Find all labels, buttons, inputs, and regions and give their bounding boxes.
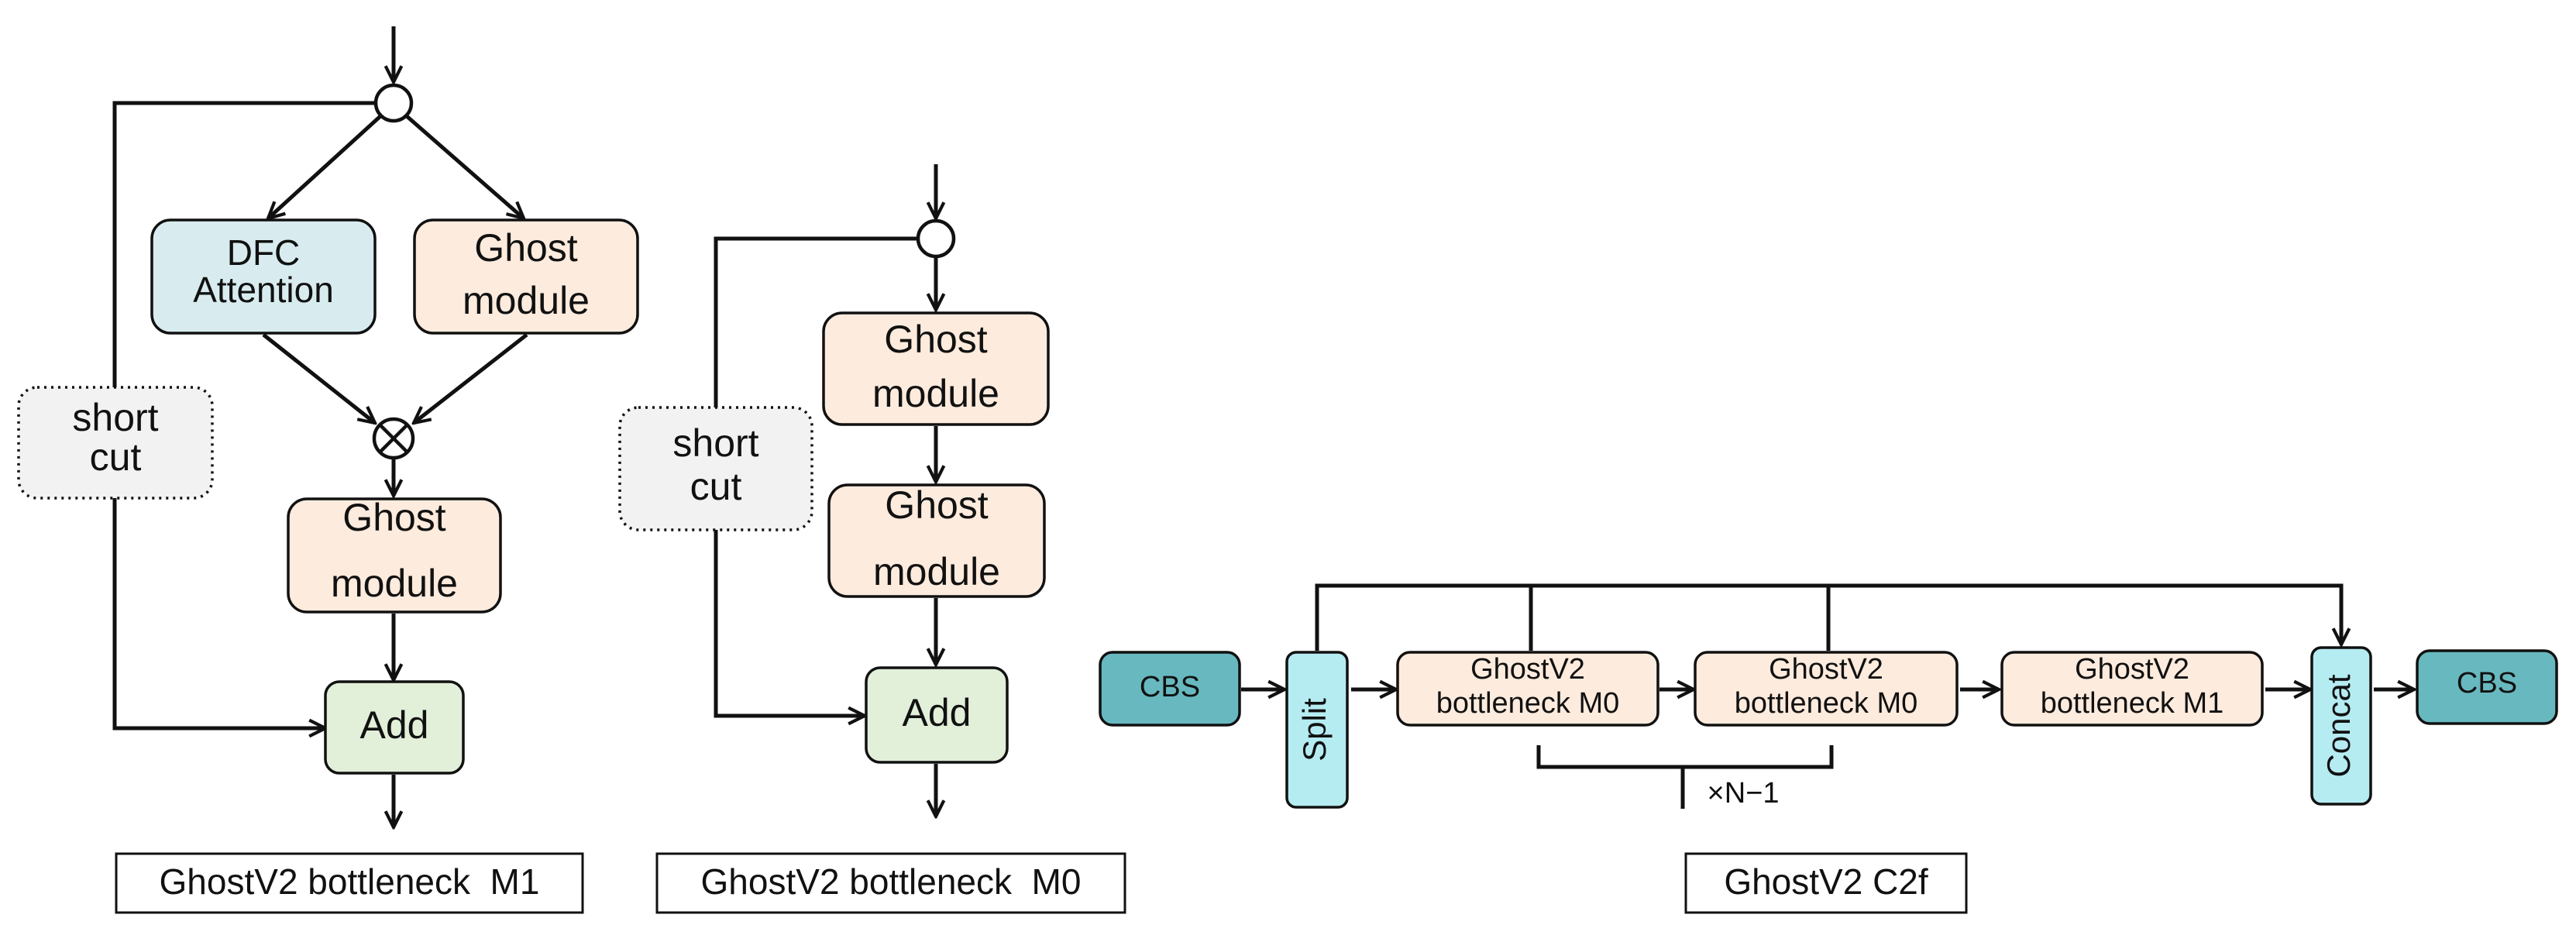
c2f-concat-rect — [2310, 646, 2372, 806]
m0-add-box: Add — [865, 666, 1009, 764]
c2f-concat: Concat — [2310, 646, 2372, 806]
m1-branch-arrow-left — [268, 115, 382, 218]
c2f-bottleneck-2-rect — [1694, 651, 1959, 727]
m0-shortcut-label-line1: short — [672, 421, 758, 465]
m0-ghost1-label-line1: Ghost — [884, 318, 988, 361]
m1-dfc-label-line1: DFC — [227, 232, 301, 273]
m1-ghost-module-bottom: Ghost module — [287, 496, 502, 614]
m1-multiply-node — [372, 417, 415, 460]
c2f-cbs-output: CBS — [2416, 649, 2558, 725]
c2f-bottleneck-2: GhostV2 bottleneck M0 — [1694, 651, 1959, 727]
m1-add-rect — [324, 680, 465, 775]
c2f-bottleneck-3: GhostV2 bottleneck M1 — [2000, 651, 2264, 727]
m1-shortcut-label-line1: short — [72, 396, 158, 439]
c2f-cbs-input-label: CBS — [1140, 671, 1200, 703]
m1-ghost-top-label-line2: module — [463, 279, 590, 322]
m1-ghost-to-multiply-arrow — [414, 333, 528, 423]
m1-split-node — [373, 83, 414, 123]
m1-diagram: DFC Attention Ghost module short cut Gho… — [17, 26, 639, 914]
m0-ghost2-label-line1: Ghost — [885, 483, 989, 527]
m1-add-box: Add — [324, 680, 465, 775]
m1-shortcut-rect — [17, 386, 214, 500]
c2f-repeat-label: ×N−1 — [1708, 777, 1780, 810]
c2f-split-rect — [1285, 651, 1349, 809]
c2f-bottleneck-3-rect — [2000, 651, 2264, 727]
m0-add-rect — [865, 666, 1009, 764]
c2f-cbs-input: CBS — [1099, 651, 1241, 727]
c2f-cbs-output-label: CBS — [2457, 667, 2517, 700]
c2f-bottleneck-1-rect — [1396, 651, 1659, 727]
c2f-diagram: ×N−1 CBS Split GhostV2 bottleneck M0 Gho… — [1099, 583, 2558, 914]
c2f-concat-label: Concat — [2320, 674, 2357, 777]
m1-add-label: Add — [360, 703, 429, 747]
c2f-caption-label: GhostV2 C2f — [1724, 861, 1928, 902]
m1-caption-label: GhostV2 bottleneck M1 — [160, 861, 540, 902]
c2f-cbs-output-rect — [2416, 649, 2558, 725]
m1-dfc-attention-box: DFC Attention — [150, 218, 377, 335]
c2f-bottleneck-1: GhostV2 bottleneck M0 — [1396, 651, 1659, 727]
c2f-caption-frame — [1684, 852, 1968, 914]
m1-dfc-to-multiply-arrow — [262, 333, 375, 423]
m1-ghost-top-label-line1: Ghost — [474, 226, 578, 270]
c2f-b2-label-line1: GhostV2 — [1769, 653, 1883, 686]
m1-dfc-label-line2: Attention — [193, 270, 334, 310]
c2f-b3-label-line2: bottleneck M1 — [2041, 687, 2224, 720]
c2f-b3-label-line1: GhostV2 — [2075, 653, 2189, 686]
c2f-caption: GhostV2 C2f — [1684, 852, 1968, 914]
m1-ghost-module-bottom-rect — [287, 497, 502, 614]
m0-diagram: short cut Ghost module Ghost module Add … — [618, 164, 1126, 914]
c2f-b1-label-line2: bottleneck M0 — [1436, 687, 1620, 720]
m1-shortcut-box: short cut — [17, 386, 214, 500]
m0-ghost1-label-line2: module — [872, 372, 999, 415]
c2f-split: Split — [1285, 651, 1349, 809]
m1-ghost-module-top: Ghost module — [413, 218, 639, 335]
m0-ghost2-label-line2: module — [873, 550, 1000, 593]
m0-ghost-module-1: Ghost module — [822, 311, 1050, 426]
c2f-cbs-input-rect — [1099, 651, 1241, 727]
m0-caption: GhostV2 bottleneck M0 — [655, 852, 1126, 914]
c2f-b1-label-line1: GhostV2 — [1470, 653, 1585, 686]
m1-caption-frame — [115, 852, 584, 914]
m0-split-node — [916, 218, 956, 259]
m0-shortcut-label-line2: cut — [690, 465, 742, 508]
m1-shortcut-label-line2: cut — [90, 435, 142, 479]
c2f-repeat-bracket — [1536, 745, 1834, 809]
m0-shortcut-rect — [618, 406, 813, 531]
m0-ghost-module-2-rect — [827, 483, 1046, 598]
m0-caption-label: GhostV2 bottleneck M0 — [701, 861, 1082, 902]
m0-shortcut-box: short cut — [618, 406, 813, 531]
m1-branch-arrow-right — [405, 115, 524, 218]
m0-add-label: Add — [903, 691, 972, 734]
m0-caption-frame — [655, 852, 1126, 914]
c2f-split-label: Split — [1296, 698, 1333, 762]
m0-ghost-module-1-rect — [822, 311, 1050, 426]
m1-ghost-bottom-label-line1: Ghost — [342, 496, 446, 539]
m1-caption: GhostV2 bottleneck M1 — [115, 852, 584, 914]
m0-ghost-module-2: Ghost module — [827, 483, 1046, 598]
m1-dfc-attention-rect — [150, 218, 377, 335]
m1-ghost-module-top-rect — [413, 218, 639, 335]
m1-ghost-bottom-label-line2: module — [331, 562, 458, 605]
c2f-b2-label-line2: bottleneck M0 — [1735, 687, 1918, 720]
